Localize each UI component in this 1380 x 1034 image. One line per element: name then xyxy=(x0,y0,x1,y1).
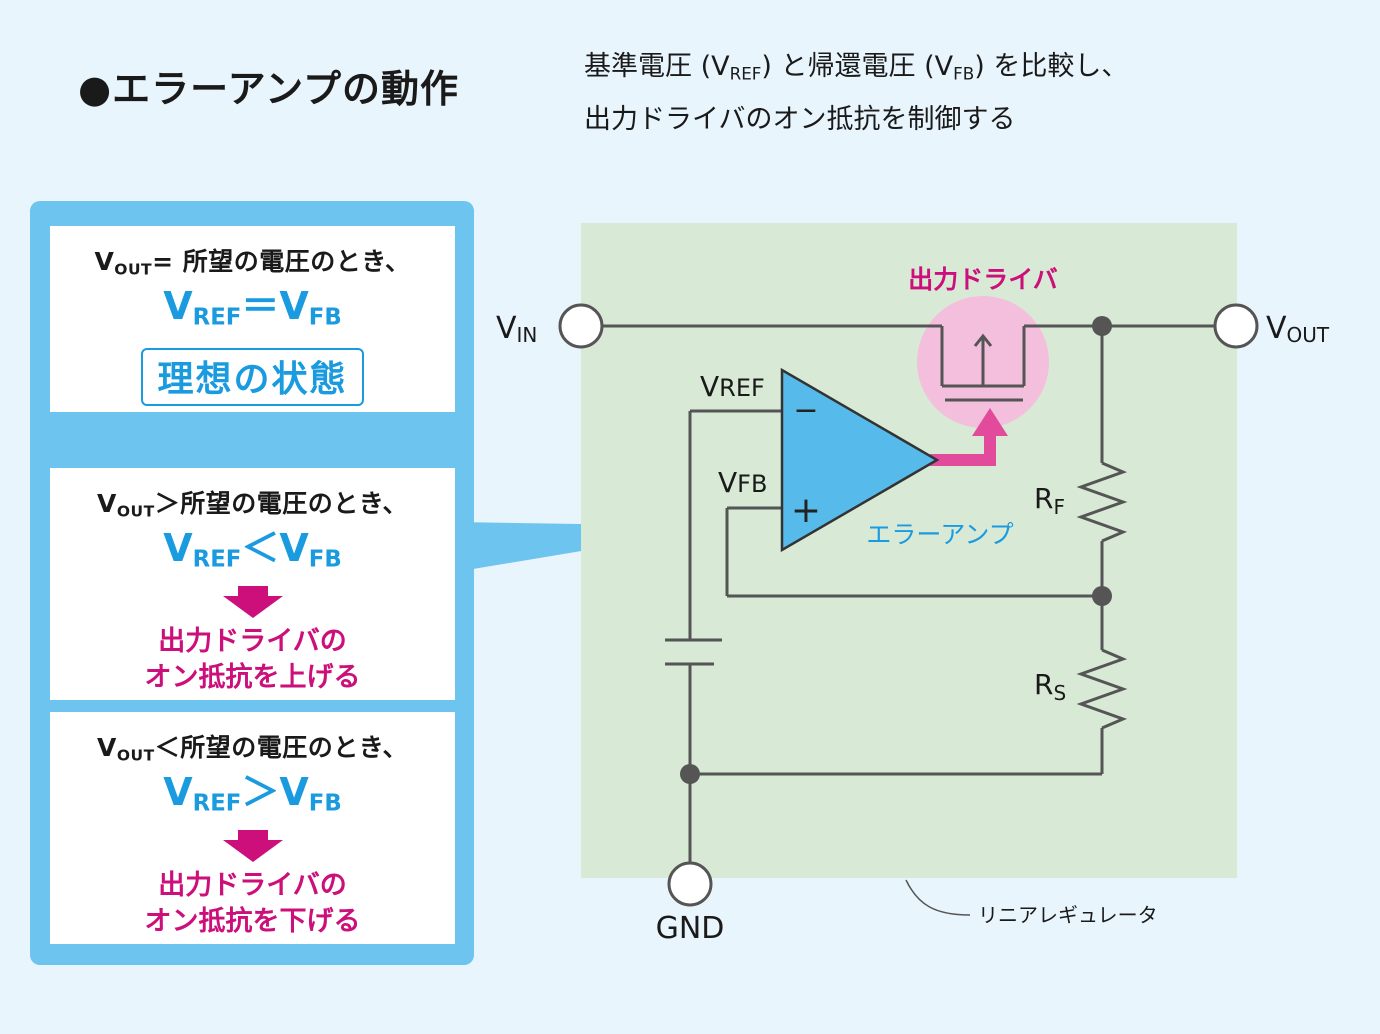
down-arrow-head-icon xyxy=(222,840,283,863)
card-higher-condition: VOUT＞所望の電圧のとき、 xyxy=(97,489,408,521)
card-higher-relation: VREF＜VFB xyxy=(163,526,342,574)
card-lower-result: 出力ドライバの オン抵抗を下げる xyxy=(144,870,361,938)
vin-terminal xyxy=(558,303,604,349)
regulator-label: リニアレギュレータ xyxy=(978,903,1158,927)
card-higher-result: 出力ドライバの オン抵抗を上げる xyxy=(144,626,361,694)
description-line-2: 出力ドライバのオン抵抗を制御する xyxy=(584,103,1016,135)
card-lower-relation: VREF＞VFB xyxy=(163,770,342,818)
arrow-head-icon xyxy=(972,408,1008,436)
rs-label: RS xyxy=(1034,668,1066,705)
vin-label: VIN xyxy=(496,311,537,347)
gnd-label: GND xyxy=(656,911,725,946)
junction-dot xyxy=(1092,586,1112,606)
amp-output-arrow xyxy=(930,428,996,466)
page-title: ●エラーアンプの動作 xyxy=(78,67,459,111)
gnd-terminal xyxy=(667,861,713,907)
regulator-box xyxy=(581,223,1237,878)
vout-terminal xyxy=(1213,303,1259,349)
junction-dot xyxy=(1092,316,1112,336)
card-ideal: VOUT= 所望の電圧のとき、 VREF＝VFB 理想の状態 xyxy=(50,226,455,412)
vout-label: VOUT xyxy=(1266,311,1330,347)
down-arrow-icon xyxy=(237,586,268,597)
junction-dot xyxy=(680,764,700,784)
card-lower: VOUT＜所望の電圧のとき、 VREF＞VFB 出力ドライバの オン抵抗を下げる xyxy=(50,712,455,944)
plus-sign: + xyxy=(791,490,821,531)
amp-label: エラーアンプ xyxy=(866,520,1013,549)
ideal-state-badge: 理想の状態 xyxy=(141,348,364,407)
vfb-label: VFB xyxy=(718,466,767,499)
card-lower-condition: VOUT＜所望の電圧のとき、 xyxy=(97,733,408,765)
card-ideal-relation: VREF＝VFB xyxy=(163,284,342,332)
card-higher: VOUT＞所望の電圧のとき、 VREF＜VFB 出力ドライバの オン抵抗を上げる xyxy=(50,468,455,700)
minus-sign: − xyxy=(793,393,818,428)
card-ideal-condition: VOUT= 所望の電圧のとき、 xyxy=(94,247,411,279)
description-line-1: 基準電圧 (VREF) と帰還電圧 (VFB) を比較し、 xyxy=(584,51,1129,84)
vref-label: VREF xyxy=(700,370,765,403)
error-amp-triangle xyxy=(780,367,940,553)
leader-line xyxy=(905,879,971,916)
description: 基準電圧 (VREF) と帰還電圧 (VFB) を比較し、 出力ドライバのオン抵… xyxy=(584,44,1128,143)
rf-label: RF xyxy=(1034,482,1065,519)
down-arrow-icon xyxy=(237,830,268,841)
driver-label: 出力ドライバ xyxy=(908,265,1058,294)
down-arrow-head-icon xyxy=(222,596,283,619)
